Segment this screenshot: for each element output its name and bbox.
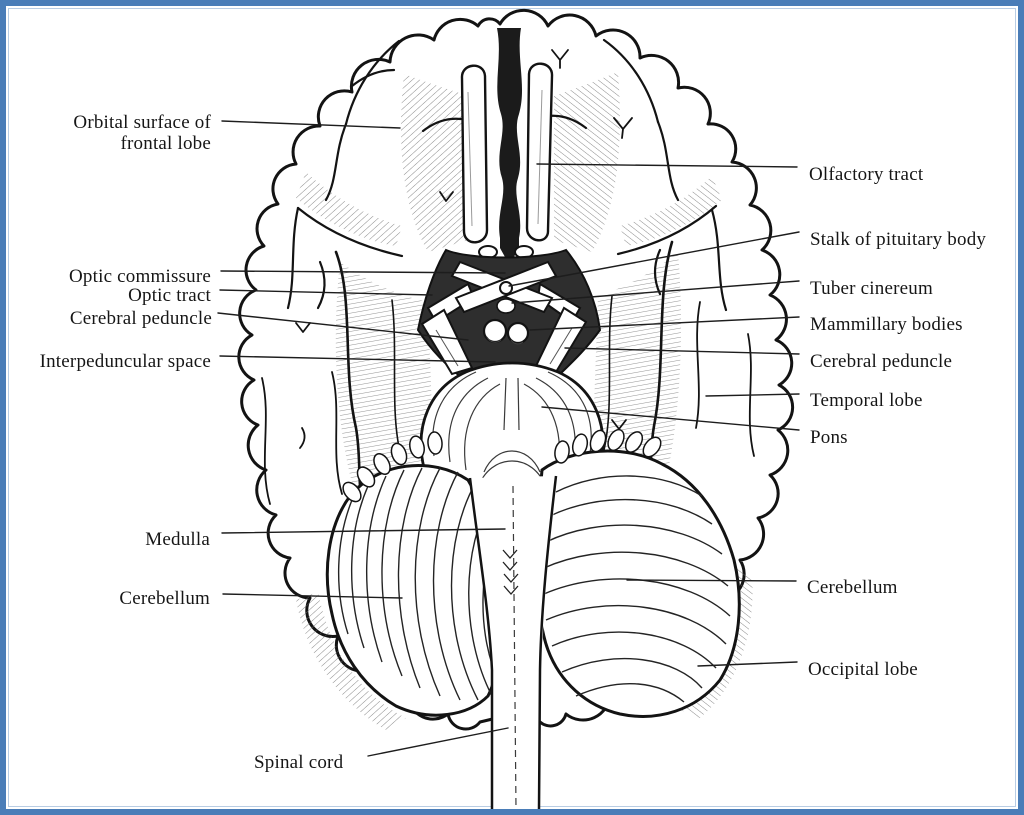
label-optic-commissure: Optic commissure <box>69 266 211 287</box>
brain-illustration <box>217 8 800 809</box>
leader-pons <box>541 406 800 431</box>
leader-occipital-lobe <box>697 661 798 667</box>
leader-orbital-surface <box>221 120 401 129</box>
leader-olfactory-tract <box>536 163 798 168</box>
label-cerebellum-left: Cerebellum <box>119 588 210 609</box>
label-tuber-cinereum: Tuber cinereum <box>810 278 933 299</box>
label-text: frontal lobe <box>120 133 211 154</box>
leader-medulla <box>221 528 506 534</box>
label-orbital-surface-of-frontal-lobe: Orbital surface of frontal lobe <box>73 112 211 154</box>
stalk-tuber-mammillary <box>482 281 530 345</box>
label-mammillary-bodies: Mammillary bodies <box>810 314 963 335</box>
label-cerebellum-right: Cerebellum <box>807 577 898 598</box>
leader-cerebellum-left <box>222 593 403 599</box>
medulla-spinal-cord <box>468 475 558 809</box>
leader-lines <box>217 120 800 757</box>
leader-stalk-of-pituitary-body <box>508 231 800 287</box>
leader-cerebral-peduncle-left <box>217 312 469 341</box>
label-pons: Pons <box>810 427 848 448</box>
leader-spinal-cord <box>367 727 509 757</box>
leader-tuber-cinereum <box>511 280 800 304</box>
flocculus-knobs <box>342 428 662 503</box>
label-interpeduncular-space: Interpeduncular space <box>39 351 211 372</box>
label-text: Orbital surface of <box>73 112 211 133</box>
leader-temporal-lobe <box>705 393 800 397</box>
label-cerebral-peduncle-right: Cerebral peduncle <box>810 351 953 372</box>
label-temporal-lobe: Temporal lobe <box>810 390 923 411</box>
label-medulla: Medulla <box>145 529 210 550</box>
label-occipital-lobe: Occipital lobe <box>808 659 918 680</box>
label-stalk-of-pituitary-body: Stalk of pituitary body <box>810 229 987 250</box>
label-spinal-cord: Spinal cord <box>254 752 344 773</box>
leader-mammillary-bodies <box>529 316 800 331</box>
label-optic-tract: Optic tract <box>128 285 211 306</box>
label-olfactory-tract: Olfactory tract <box>809 164 924 185</box>
leader-interpeduncular-space <box>219 355 496 363</box>
olfactory-tracts <box>460 62 554 259</box>
leader-optic-commissure <box>220 270 506 274</box>
cerebellum-left <box>325 463 507 717</box>
leader-optic-tract <box>219 289 433 296</box>
cerebellum-right <box>535 449 741 718</box>
leader-cerebellum-right <box>626 579 797 582</box>
leader-cerebral-peduncle-right <box>564 347 800 355</box>
longitudinal-fissure <box>497 28 523 266</box>
label-cerebral-peduncle-left: Cerebral peduncle <box>69 308 212 329</box>
